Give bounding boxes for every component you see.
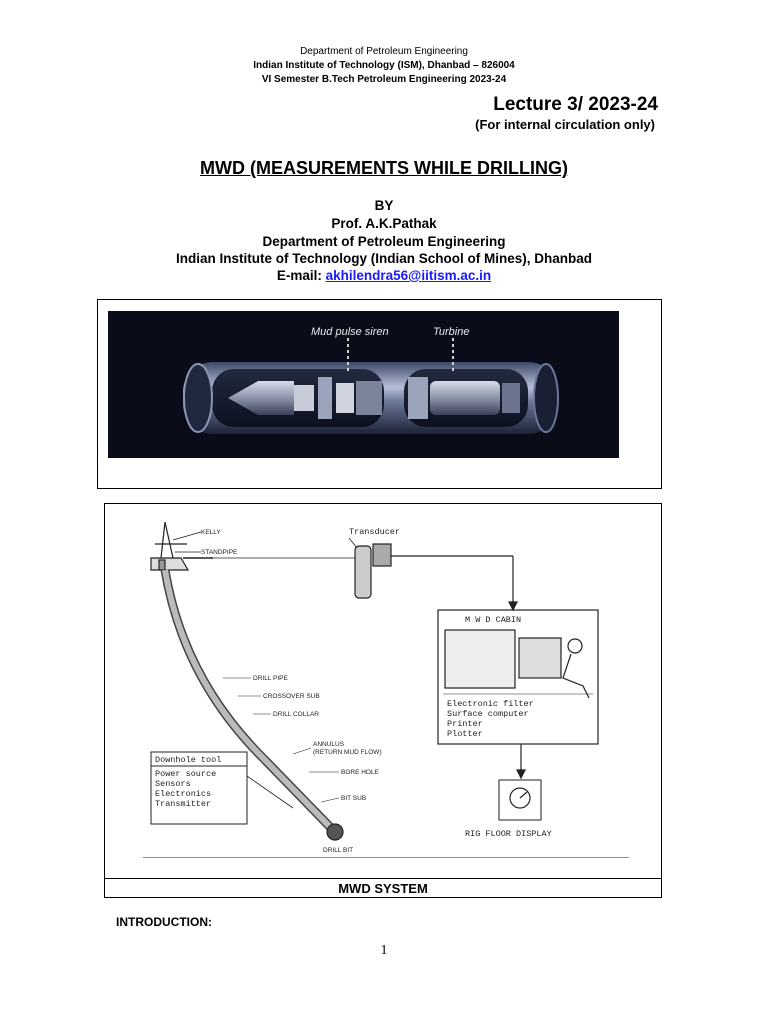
downhole-item: Power source [155, 769, 216, 779]
section-heading-introduction: INTRODUCTION: [116, 915, 212, 929]
header-department: Department of Petroleum Engineering [300, 46, 468, 57]
page-number: 1 [380, 943, 388, 958]
mwd-system-diagram: KELLY STANDPIPE DRILL PIPE CROSSOVER SUB… [143, 521, 629, 858]
drill-collar-label: DRILL COLLAR [273, 711, 319, 718]
header-institute: Indian Institute of Technology (ISM), Dh… [253, 60, 515, 71]
figure-caption: MWD SYSTEM [104, 878, 662, 898]
author-name: Prof. A.K.Pathak [331, 216, 437, 231]
page-title: MWD (MEASUREMENTS WHILE DRILLING) [200, 158, 568, 178]
cabin-item: Surface computer [447, 709, 529, 719]
drill-bit-label: DRILL BIT [323, 847, 353, 854]
siren-label: Mud pulse siren [311, 326, 389, 338]
downhole-item: Sensors [155, 779, 191, 789]
circulation-note: (For internal circulation only) [475, 117, 655, 132]
mwd-tool-image: Mud pulse siren Turbine [108, 311, 619, 458]
email-label: E-mail: [276, 268, 326, 283]
email-link[interactable]: akhilendra56@iitism.ac.in [325, 268, 492, 283]
author-institute: Indian Institute of Technology (Indian S… [176, 251, 592, 266]
downhole-item: Transmitter [155, 799, 211, 809]
rig-floor-display-label: RIG FLOOR DISPLAY [465, 829, 552, 839]
crossover-sub-label: CROSSOVER SUB [263, 693, 320, 700]
header-semester: VI Semester B.Tech Petroleum Engineering… [261, 74, 507, 85]
author-by: BY [374, 198, 394, 213]
drill-pipe-label: DRILL PIPE [253, 675, 288, 682]
cabin-item: Printer [447, 719, 483, 729]
figure-mwd-system: KELLY STANDPIPE DRILL PIPE CROSSOVER SUB… [104, 503, 662, 879]
bit-sub-label: BIT SUB [341, 795, 366, 802]
figure-mwd-tool: Mud pulse siren Turbine [97, 299, 662, 489]
turbine-label: Turbine [433, 326, 469, 338]
bore-hole-label: BORE HOLE [341, 769, 380, 776]
author-department: Department of Petroleum Engineering [262, 234, 506, 249]
lecture-title: Lecture 3/ 2023-24 [493, 94, 658, 115]
transducer-label: Transducer [349, 527, 400, 537]
standpipe-label: STANDPIPE [201, 549, 238, 556]
downhole-tool-title: Downhole tool [155, 755, 221, 765]
kelly-label: KELLY [201, 529, 221, 536]
author-email-line: E-mail: akhilendra56@iitism.ac.in [0, 268, 768, 283]
cabin-label: M W D CABIN [465, 615, 521, 625]
cabin-item: Plotter [447, 729, 483, 739]
annulus-label: ANNULUS [313, 741, 345, 748]
return-flow-label: (RETURN MUD FLOW) [313, 749, 382, 756]
downhole-item: Electronics [155, 789, 211, 799]
cabin-item: Electronic filter [447, 699, 534, 709]
